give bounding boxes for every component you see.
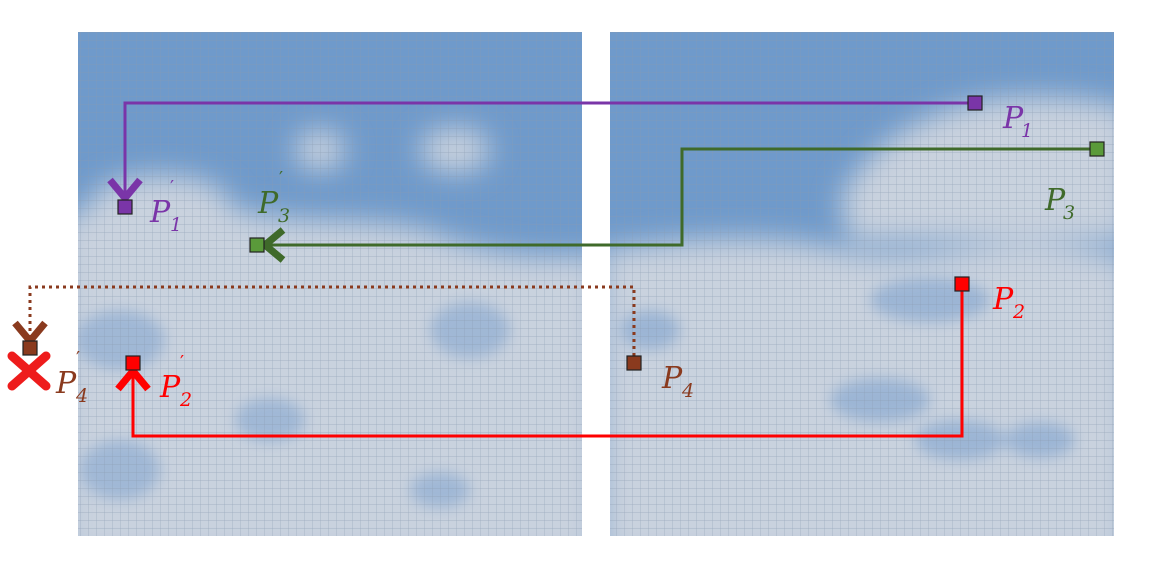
label-p3: P 3 [1044,183,1075,224]
svg-text:4: 4 [75,385,88,407]
label-p1: P 1 [1002,101,1033,142]
p3-path [259,147,1097,263]
p2-prime-marker [125,355,141,371]
p2-marker [954,276,970,292]
svg-text:P: P [992,282,1014,317]
p4-path [12,285,636,363]
svg-text:P: P [149,195,171,230]
p2-path [115,284,964,438]
p1-marker [967,95,983,111]
svg-text:P: P [661,361,683,396]
p1-path [107,101,975,204]
svg-text:′: ′ [76,348,80,369]
svg-text:P: P [55,366,77,401]
svg-text:1: 1 [1021,120,1033,142]
p4-prime-marker [22,340,38,356]
left-cloud-panel [78,32,582,536]
p3-marker [1089,141,1105,157]
right-cloud-panel [610,32,1114,536]
label-p3-prime: P 3 ′ [257,168,290,227]
label-p2-prime: P 2 ′ [159,352,192,411]
label-p4-prime: P 4 ′ [55,348,88,407]
svg-text:3: 3 [278,205,290,227]
p3-prime-marker [249,237,265,253]
red-x-icon [7,351,51,391]
label-p1-prime: P 1 ′ [149,177,182,236]
svg-text:4: 4 [681,380,694,402]
svg-text:2: 2 [1012,301,1025,323]
svg-text:P: P [1044,183,1066,218]
svg-text:P: P [257,186,279,221]
svg-text:3: 3 [1063,202,1075,224]
p1-prime-marker [117,199,133,215]
svg-text:′: ′ [279,168,283,189]
svg-text:2: 2 [179,389,192,411]
svg-text:1: 1 [170,214,182,236]
svg-text:P: P [1002,101,1024,136]
svg-text:′: ′ [180,352,184,373]
label-p4: P 4 [661,361,694,402]
label-p2: P 2 [992,282,1025,323]
svg-text:P: P [159,370,181,405]
p4-marker [626,355,642,371]
svg-text:′: ′ [170,177,174,198]
